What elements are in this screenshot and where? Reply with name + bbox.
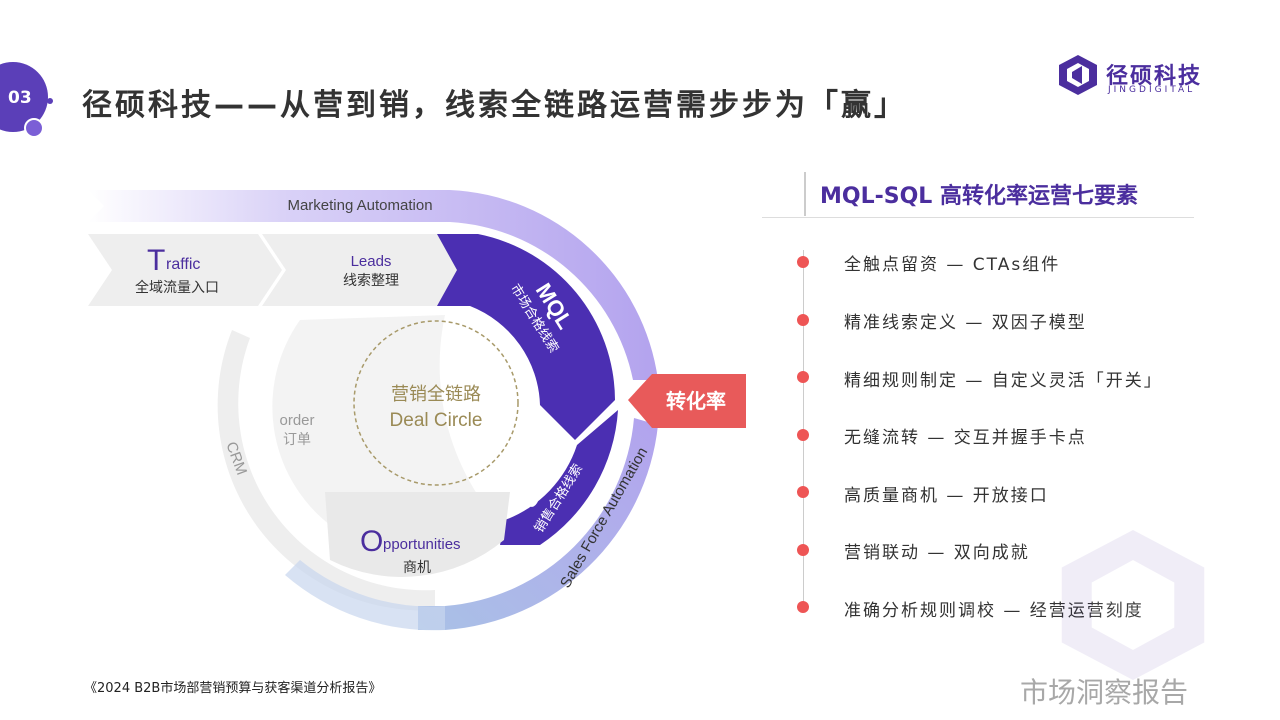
list-bullet	[797, 256, 809, 268]
list-bullet	[797, 601, 809, 613]
order-label: order	[279, 412, 314, 429]
badge-dot	[24, 118, 44, 138]
order-cn: 订单	[283, 432, 311, 448]
conversion-rate-label: 转化率	[666, 389, 726, 413]
list-bullet	[797, 486, 809, 498]
traffic-chevron	[88, 234, 282, 306]
list-item: 精细规则制定 — 自定义灵活「开关」	[844, 371, 1163, 391]
logo-name-en: JINGDIGITAL	[1108, 85, 1196, 95]
conversion-rate-box	[628, 374, 746, 428]
sql-segment	[500, 410, 618, 545]
crm-arc	[217, 330, 435, 611]
opportunities-box	[325, 492, 510, 577]
marketing-automation-label: Marketing Automation	[287, 197, 432, 214]
mql-segment	[437, 234, 615, 440]
panel-title: MQL-SQL 高转化率运营七要素	[820, 184, 1138, 209]
list-bullet	[797, 544, 809, 556]
title-bullet	[47, 98, 53, 104]
opportunities-cn: 商机	[403, 560, 431, 576]
jingdigital-logo-icon	[1059, 55, 1097, 95]
list-item: 精准线索定义 — 双因子模型	[844, 313, 1087, 333]
logo-name-cn: 径硕科技	[1106, 64, 1203, 89]
list-bullet	[797, 371, 809, 383]
list-item: 全触点留资 — CTAs组件	[844, 255, 1061, 275]
leads-label: Leads	[351, 253, 392, 270]
opportunities-letter: O	[360, 525, 383, 558]
marketing-automation-band	[88, 190, 658, 380]
deal-circle-ring	[353, 320, 519, 486]
list-item: 高质量商机 — 开放接口	[844, 486, 1049, 506]
source-note: 《2024 B2B市场部营销预算与获客渠道分析报告》	[84, 681, 382, 696]
deal-circle-diagram: Marketing Automation T raffic 全域流量入口 Lea…	[88, 190, 746, 631]
page-title: 径硕科技——从营到销，线索全链路运营需步步为「赢」	[82, 88, 907, 123]
panel-title-bar	[804, 172, 806, 216]
traffic-cn: 全域流量入口	[135, 279, 219, 296]
list-bullet	[797, 314, 809, 326]
panel-divider	[762, 217, 1194, 218]
opportunities-label: pportunities	[383, 536, 461, 553]
traffic-letter: T	[147, 244, 165, 277]
list-item: 准确分析规则调校 — 经营运营刻度	[844, 601, 1144, 621]
list-item: 无缝流转 — 交互并握手卡点	[844, 428, 1087, 448]
traffic-label: raffic	[166, 256, 200, 273]
leads-cn: 线索整理	[343, 272, 399, 289]
center-en: Deal Circle	[390, 410, 483, 431]
inner-area	[272, 315, 515, 540]
center-cn: 营销全链路	[391, 384, 481, 405]
leads-chevron	[262, 234, 460, 306]
watermark: 市场洞察报告	[1020, 676, 1189, 709]
section-number: 03	[8, 88, 32, 108]
background-logo-icon	[1061, 530, 1205, 680]
list-bullet	[797, 429, 809, 441]
list-item: 营销联动 — 双向成就	[844, 543, 1030, 563]
